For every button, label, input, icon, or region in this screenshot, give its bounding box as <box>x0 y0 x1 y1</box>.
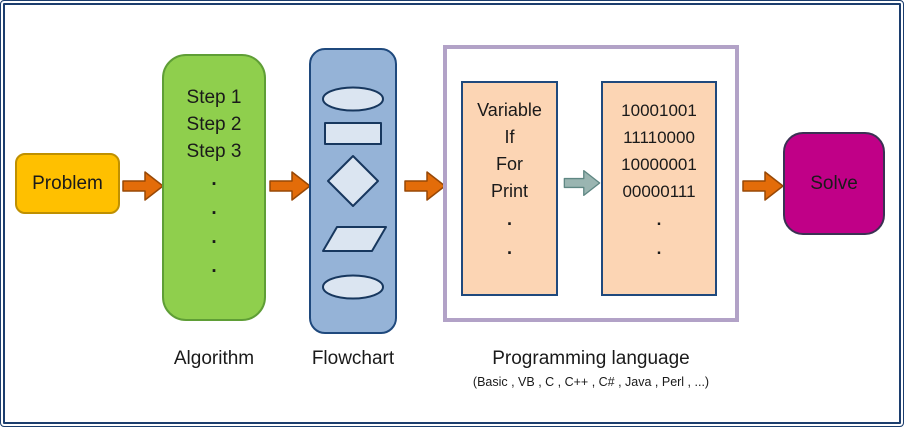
machine-code-box: 10001001 11110000 10000001 00000111 . . <box>601 81 717 296</box>
machine-code-dot: . <box>656 239 662 258</box>
solve-node: Solve <box>783 132 885 235</box>
machine-code: 10001001 <box>621 101 697 120</box>
algorithm-step: Step 2 <box>186 114 242 135</box>
machine-code: 11110000 <box>623 128 695 147</box>
machine-code-dot: . <box>656 210 662 229</box>
programming-language-container: Variable If For Print . . 10001001 11110… <box>443 45 739 322</box>
flow-arrow-icon <box>404 171 446 201</box>
io-parallelogram-icon <box>322 226 387 252</box>
flowchart-caption: Flowchart <box>311 348 395 369</box>
process-rectangle-icon <box>324 122 382 145</box>
algorithm-dot: . <box>211 169 217 190</box>
algorithm-dot: . <box>211 227 217 248</box>
flowchart-node <box>309 48 397 334</box>
algorithm-node: Step 1 Step 2 Step 3 . . . . <box>162 54 266 321</box>
keyword-dot: . <box>506 209 512 229</box>
programming-language-examples: (Basic , VB , C , C++ , C# , Java , Perl… <box>472 375 710 389</box>
problem-label: Problem <box>32 172 103 194</box>
solve-label: Solve <box>810 172 858 194</box>
keyword: Variable <box>477 100 542 120</box>
flow-arrow-icon <box>742 171 784 201</box>
keyword: For <box>496 154 523 174</box>
keyword: Print <box>490 181 528 201</box>
algorithm-dot: . <box>211 256 217 277</box>
algorithm-dot: . <box>211 198 217 219</box>
machine-code: 10000001 <box>621 155 697 174</box>
keyword: If <box>504 127 515 147</box>
problem-node: Problem <box>15 153 120 214</box>
decision-diamond-icon <box>327 155 379 207</box>
terminator-ellipse-icon <box>322 274 384 300</box>
keywords-box: Variable If For Print . . <box>461 81 558 296</box>
keyword-dot: . <box>506 238 512 258</box>
flow-arrow-icon <box>122 171 164 201</box>
machine-code: 00000111 <box>622 182 696 201</box>
algorithm-caption: Algorithm <box>173 348 255 369</box>
flow-arrow-icon <box>269 171 311 201</box>
programming-language-caption: Programming language <box>492 348 690 369</box>
terminator-ellipse-icon <box>322 86 384 112</box>
flowchart-shapes <box>322 86 387 300</box>
algorithm-step: Step 3 <box>186 141 242 162</box>
compile-arrow-icon <box>563 169 601 197</box>
algorithm-step: Step 1 <box>186 87 242 108</box>
